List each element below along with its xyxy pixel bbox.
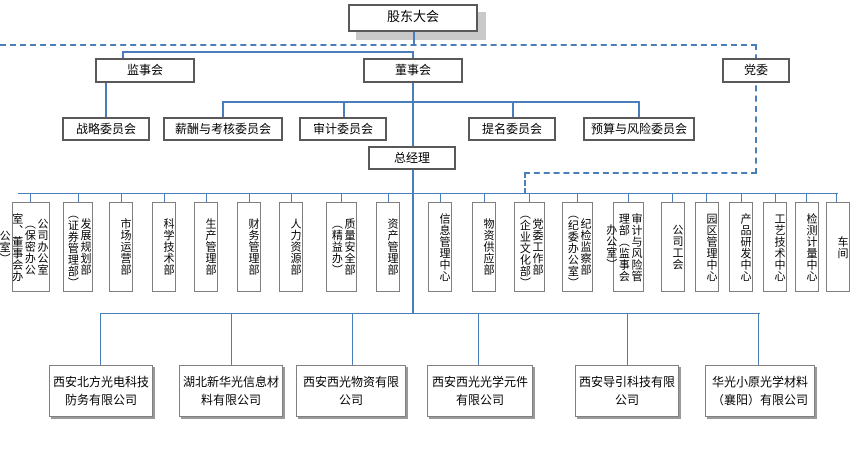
connector-sub-stub-6: [758, 313, 759, 365]
connector-committee-2: [343, 101, 345, 117]
connector-dept-stub-7: [291, 193, 292, 202]
connector-board-down: [412, 83, 414, 101]
connector-dept-stub-15: [672, 193, 673, 202]
connector-dept-stub-14: [628, 193, 629, 202]
node-department-development-planning[interactable]: 发展规划部（证券管理部）: [63, 202, 93, 292]
connector-dept-stub-20: [836, 193, 837, 202]
node-department-process-technology-center[interactable]: 工艺技术中心: [763, 202, 787, 292]
connector-supervisory-down: [105, 83, 107, 117]
connector-dept-stub-18: [775, 193, 776, 202]
connector-to-board: [412, 51, 414, 59]
connector-board-to-manager: [412, 101, 414, 146]
connector-dept-stub-16: [706, 193, 707, 202]
node-department-audit-risk-management[interactable]: 审计与风险管理部（监事会办公室）: [605, 202, 644, 292]
node-department-production-management[interactable]: 生产管理部: [194, 202, 218, 292]
node-department-quality-safety[interactable]: 质量安全部（精益办）: [326, 202, 357, 292]
node-department-financial-management[interactable]: 财务管理部: [237, 202, 261, 292]
connector-subsidiary-bus: [100, 313, 760, 314]
node-subsidiary-xian-xiguang-optics[interactable]: 西安西光光学元件有限公司: [427, 365, 533, 417]
connector-dept-stub-3: [121, 193, 122, 202]
connector-sub-stub-4: [478, 313, 479, 365]
node-subsidiary-xian-daoyin[interactable]: 西安导引科技有限公司: [575, 365, 679, 417]
connector-dept-stub-10: [440, 193, 441, 202]
node-department-science-technology[interactable]: 科学技术部: [152, 202, 176, 292]
connector-dept-stub-11: [484, 193, 485, 202]
node-department-company-office[interactable]: 公司办公室（保密办公室、董事会办公室）: [0, 202, 50, 292]
connector-dashed-bottom: [524, 172, 757, 174]
connector-level2-bus: [122, 51, 414, 53]
connector-manager-down: [412, 170, 414, 194]
connector-committee-bus: [222, 101, 640, 103]
node-subsidiary-xian-north-optoelectronics[interactable]: 西安北方光电科技防务有限公司: [49, 365, 153, 417]
node-department-labor-union[interactable]: 公司工会: [661, 202, 685, 292]
connector-dashed-top: [0, 44, 757, 46]
connector-dept-stub-2: [78, 193, 79, 202]
node-department-product-rd-center[interactable]: 产品研发中心: [729, 202, 753, 292]
node-budget-risk-committee[interactable]: 预算与风险委员会: [583, 117, 695, 141]
connector-committee-1: [222, 101, 224, 117]
connector-dept-stub-5: [206, 193, 207, 202]
connector-dept-stub-12: [529, 193, 530, 202]
node-shareholders-meeting[interactable]: 股东大会: [348, 4, 478, 32]
node-subsidiary-huaguang-xiaoyuan[interactable]: 华光小原光学材料（襄阳）有限公司: [705, 365, 815, 417]
node-supervisory-board[interactable]: 监事会: [95, 58, 195, 83]
connector-dept-stub-8: [341, 193, 342, 202]
connector-dept-stub-1: [30, 193, 31, 202]
node-department-information-center[interactable]: 信息管理中心: [428, 202, 452, 292]
node-department-material-supply[interactable]: 物资供应部: [472, 202, 496, 292]
connector-dashed-right: [755, 44, 757, 174]
connector-sub-stub-2: [231, 313, 232, 365]
connector-dept-stub-4: [164, 193, 165, 202]
connector-dept-stub-6: [249, 193, 250, 202]
connector-sub-stub-3: [352, 313, 353, 365]
node-department-party-work[interactable]: 党委工作部（企业文化部）: [514, 202, 545, 292]
node-party-committee[interactable]: 党委: [722, 58, 790, 83]
connector-to-supervisory: [122, 51, 124, 59]
node-compensation-committee[interactable]: 薪酬与考核委员会: [163, 117, 283, 141]
connector-committee-3: [512, 101, 514, 117]
connector-dept-stub-19: [806, 193, 807, 202]
connector-dashed-down-left: [524, 172, 526, 194]
connector-committee-4: [638, 101, 640, 117]
node-department-discipline-inspection[interactable]: 纪检监察部（纪委办公室）: [562, 202, 593, 292]
node-department-measurement-center[interactable]: 检测计量中心: [795, 202, 819, 292]
connector-dept-stub-17: [741, 193, 742, 202]
node-department-human-resources[interactable]: 人力资源部: [279, 202, 303, 292]
node-department-asset-management[interactable]: 资产管理部: [376, 202, 400, 292]
node-audit-committee[interactable]: 审计委员会: [299, 117, 387, 141]
connector-dept-stub-9: [388, 193, 389, 202]
node-board-of-directors[interactable]: 董事会: [363, 58, 463, 83]
node-general-manager[interactable]: 总经理: [368, 146, 456, 170]
connector-dept-stub-13: [577, 193, 578, 202]
node-subsidiary-xian-xiguang-materials[interactable]: 西安西光物资有限公司: [296, 365, 406, 417]
connector-manager-to-subsidiary: [412, 194, 414, 314]
node-department-park-management[interactable]: 园区管理中心: [695, 202, 719, 292]
node-strategy-committee[interactable]: 战略委员会: [62, 117, 150, 141]
node-nomination-committee[interactable]: 提名委员会: [468, 117, 556, 141]
connector-root-down: [413, 32, 415, 44]
connector-department-bus: [18, 193, 838, 194]
node-subsidiary-hubei-xinhuaguang[interactable]: 湖北新华光信息材料有限公司: [179, 365, 283, 417]
connector-sub-stub-1: [100, 313, 101, 365]
node-department-workshop[interactable]: 车间: [826, 202, 850, 292]
node-department-market-operations[interactable]: 市场运营部: [109, 202, 133, 292]
connector-sub-stub-5: [627, 313, 628, 365]
